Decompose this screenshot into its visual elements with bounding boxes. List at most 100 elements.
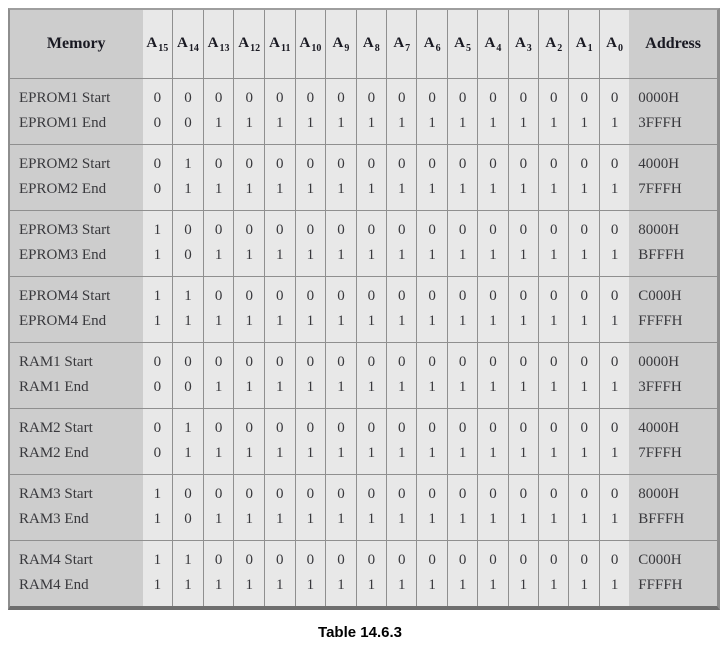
- bit-end-value: 1: [398, 115, 406, 131]
- address-start-value: 0000H: [638, 354, 680, 370]
- bit-start-value: 0: [245, 90, 253, 106]
- bit-end-value: 1: [580, 181, 588, 197]
- bit-end-value: 1: [428, 445, 436, 461]
- address-start-value: 8000H: [638, 486, 680, 502]
- header-bit-a12: A12: [233, 10, 265, 79]
- bit-end-value: 1: [245, 445, 253, 461]
- bit-end-value: 1: [245, 511, 253, 527]
- memory-start-label: RAM2 Start: [19, 420, 93, 436]
- bit-start-value: 0: [367, 90, 376, 106]
- bit-start-value: 0: [306, 222, 315, 238]
- bit-start-value: 0: [580, 156, 588, 172]
- bit-start-value: 0: [153, 90, 162, 106]
- bit-start-value: 0: [367, 486, 376, 502]
- bit-end-value: 1: [184, 577, 192, 594]
- memory-end-label: EPROM2 End: [19, 181, 107, 197]
- header-address-cell: Address: [629, 10, 717, 79]
- bit-end-value: 1: [489, 313, 497, 329]
- bit-end-value: 1: [580, 247, 588, 263]
- bit-start-value: 0: [610, 90, 619, 106]
- bit-end-value: 1: [214, 511, 223, 527]
- bit-start-value: 0: [428, 288, 436, 304]
- bit-start-value: 0: [428, 156, 436, 172]
- bit-start-value: 0: [337, 222, 345, 238]
- bit-start-value: 0: [367, 354, 376, 370]
- bit-start-value: 0: [580, 420, 588, 436]
- address-end-value: 7FFFH: [638, 181, 682, 197]
- bit-start-value: 0: [214, 288, 223, 304]
- bit-end-value: 1: [519, 115, 528, 131]
- bit-end-value: 1: [306, 379, 315, 395]
- bit-end-value: 1: [398, 313, 406, 329]
- header-bit-a7: A7: [386, 10, 417, 79]
- bit-end-value: 1: [428, 313, 436, 329]
- bit-start-value: 0: [276, 222, 284, 238]
- bit-end-value: 1: [245, 379, 253, 395]
- bit-start-value: 0: [580, 222, 588, 238]
- bit-start-value: 0: [519, 486, 528, 502]
- bit-end-value: 1: [337, 181, 345, 197]
- bit-end-value: 1: [276, 379, 284, 395]
- bit-end-value: 1: [489, 577, 497, 594]
- bit-end-value: 1: [580, 577, 588, 594]
- bit-end-value: 1: [306, 181, 315, 197]
- bit-start-value: 1: [184, 156, 192, 172]
- bit-start-value: 0: [245, 420, 253, 436]
- bit-end-value: 1: [276, 511, 284, 527]
- bit-start-value: 0: [458, 222, 467, 238]
- bit-start-value: 0: [610, 156, 619, 172]
- bit-end-value: 1: [184, 181, 192, 197]
- bit-start-value: 0: [519, 156, 528, 172]
- bit-start-value: 0: [489, 552, 497, 569]
- bit-start-value: 0: [184, 486, 192, 502]
- bit-start-value: 0: [489, 156, 497, 172]
- bit-end-value: 1: [398, 511, 406, 527]
- bit-start-value: 1: [184, 288, 192, 304]
- bit-end-value: 1: [367, 445, 376, 461]
- bit-start-value: 0: [519, 354, 528, 370]
- bit-start-value: 0: [214, 486, 223, 502]
- bit-start-value: 0: [337, 552, 345, 569]
- bit-end-value: 0: [153, 445, 162, 461]
- header-bit-a8: A8: [355, 10, 387, 79]
- bit-start-value: 0: [519, 552, 528, 569]
- bit-start-value: 0: [337, 156, 345, 172]
- bit-end-value: 1: [367, 511, 376, 527]
- bit-start-value: 0: [306, 420, 315, 436]
